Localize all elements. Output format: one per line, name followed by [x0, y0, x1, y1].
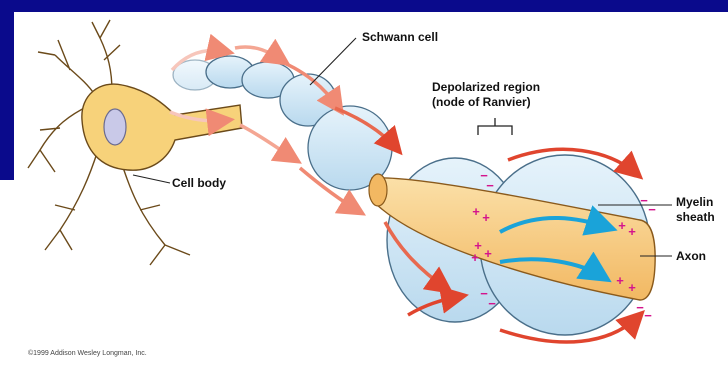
label-depolarized-region: Depolarized region — [432, 80, 540, 94]
charge-minus: − — [488, 296, 496, 311]
charge-plus: + — [618, 218, 626, 233]
node-bracket — [478, 118, 512, 135]
label-cell-body: Cell body — [172, 176, 226, 190]
label-schwann-cell: Schwann cell — [362, 30, 438, 44]
axon-cut-end — [369, 174, 387, 206]
charge-plus: + — [484, 246, 492, 261]
charge-plus: + — [628, 224, 636, 239]
copyright-notice: ©1999 Addison Wesley Longman, Inc. — [28, 350, 147, 357]
charge-plus: + — [482, 210, 490, 225]
charge-plus: + — [616, 273, 624, 288]
charge-plus: + — [472, 204, 480, 219]
charge-plus: + — [471, 250, 479, 265]
label-axon: Axon — [676, 249, 706, 263]
label-sheath: sheath — [676, 210, 715, 224]
charge-minus: − — [640, 193, 648, 208]
slide-background-left-block — [0, 0, 14, 180]
label-node-of-ranvier: (node of Ranvier) — [432, 95, 531, 109]
charge-plus: + — [628, 280, 636, 295]
charge-minus: − — [486, 178, 494, 193]
charge-minus: − — [636, 300, 644, 315]
charge-minus: − — [648, 202, 656, 217]
charge-minus: − — [644, 308, 652, 323]
nucleus — [104, 109, 126, 145]
cell-body — [28, 20, 242, 265]
charge-minus: − — [480, 286, 488, 301]
label-myelin: Myelin — [676, 195, 713, 209]
